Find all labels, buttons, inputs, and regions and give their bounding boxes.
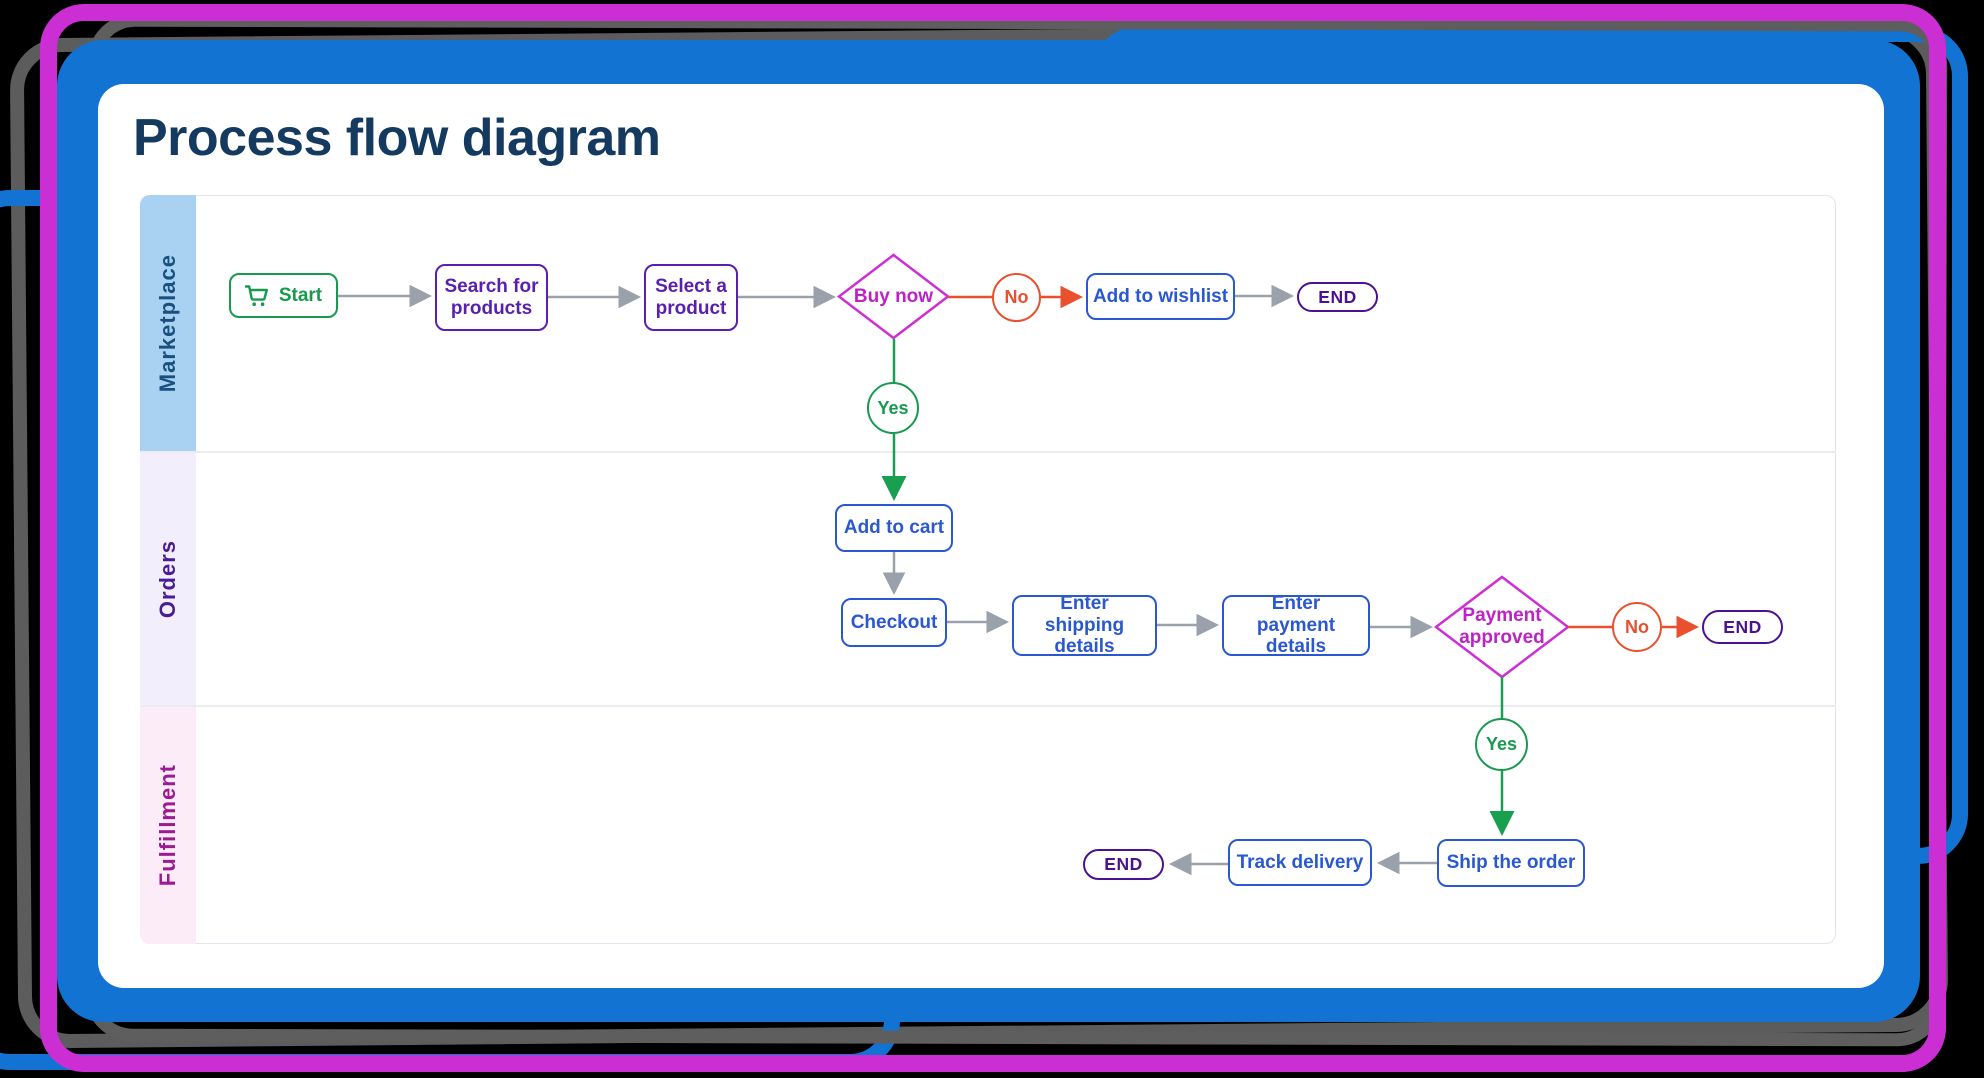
enter-payment-node: Enter payment details (1222, 593, 1370, 657)
buy-now-label: Buy now (853, 285, 934, 307)
page-title: Process flow diagram (133, 109, 661, 167)
lane-label-fulfillment: Fulfillment (155, 763, 180, 887)
no-badge-1: No (992, 273, 1041, 322)
search-products-node: Search for products (435, 264, 548, 331)
frame-magenta (40, 4, 1946, 1072)
swimlane-panel (140, 195, 1836, 944)
lane-strip-marketplace: Marketplace (140, 195, 196, 452)
end-node-3: END (1083, 849, 1164, 880)
ship-order-node: Ship the order (1437, 839, 1585, 887)
select-product-node: Select a product (644, 264, 738, 331)
lane-divider-1 (140, 451, 1836, 453)
lane-label-orders: Orders (155, 539, 180, 619)
no-badge-2: No (1612, 602, 1662, 652)
yes-badge-2: Yes (1475, 718, 1528, 771)
track-delivery-node: Track delivery (1228, 839, 1372, 886)
add-to-wishlist-node: Add to wishlist (1086, 273, 1235, 320)
end-node-1: END (1297, 282, 1378, 312)
checkout-node: Checkout (841, 598, 947, 647)
lane-strip-fulfillment: Fulfillment (140, 706, 196, 944)
enter-shipping-node: Enter shipping details (1012, 593, 1157, 657)
yes-badge-1: Yes (867, 382, 919, 434)
end-node-2: END (1702, 610, 1783, 644)
shopping-cart-icon (244, 284, 269, 307)
lane-label-marketplace: Marketplace (155, 254, 180, 393)
start-node: Start (229, 273, 338, 318)
payment-approved-label: Payment approved (1459, 605, 1545, 648)
lane-strip-orders: Orders (140, 452, 196, 706)
lane-divider-2 (140, 705, 1836, 707)
add-to-cart-node: Add to cart (835, 504, 953, 552)
start-label: Start (278, 284, 323, 306)
